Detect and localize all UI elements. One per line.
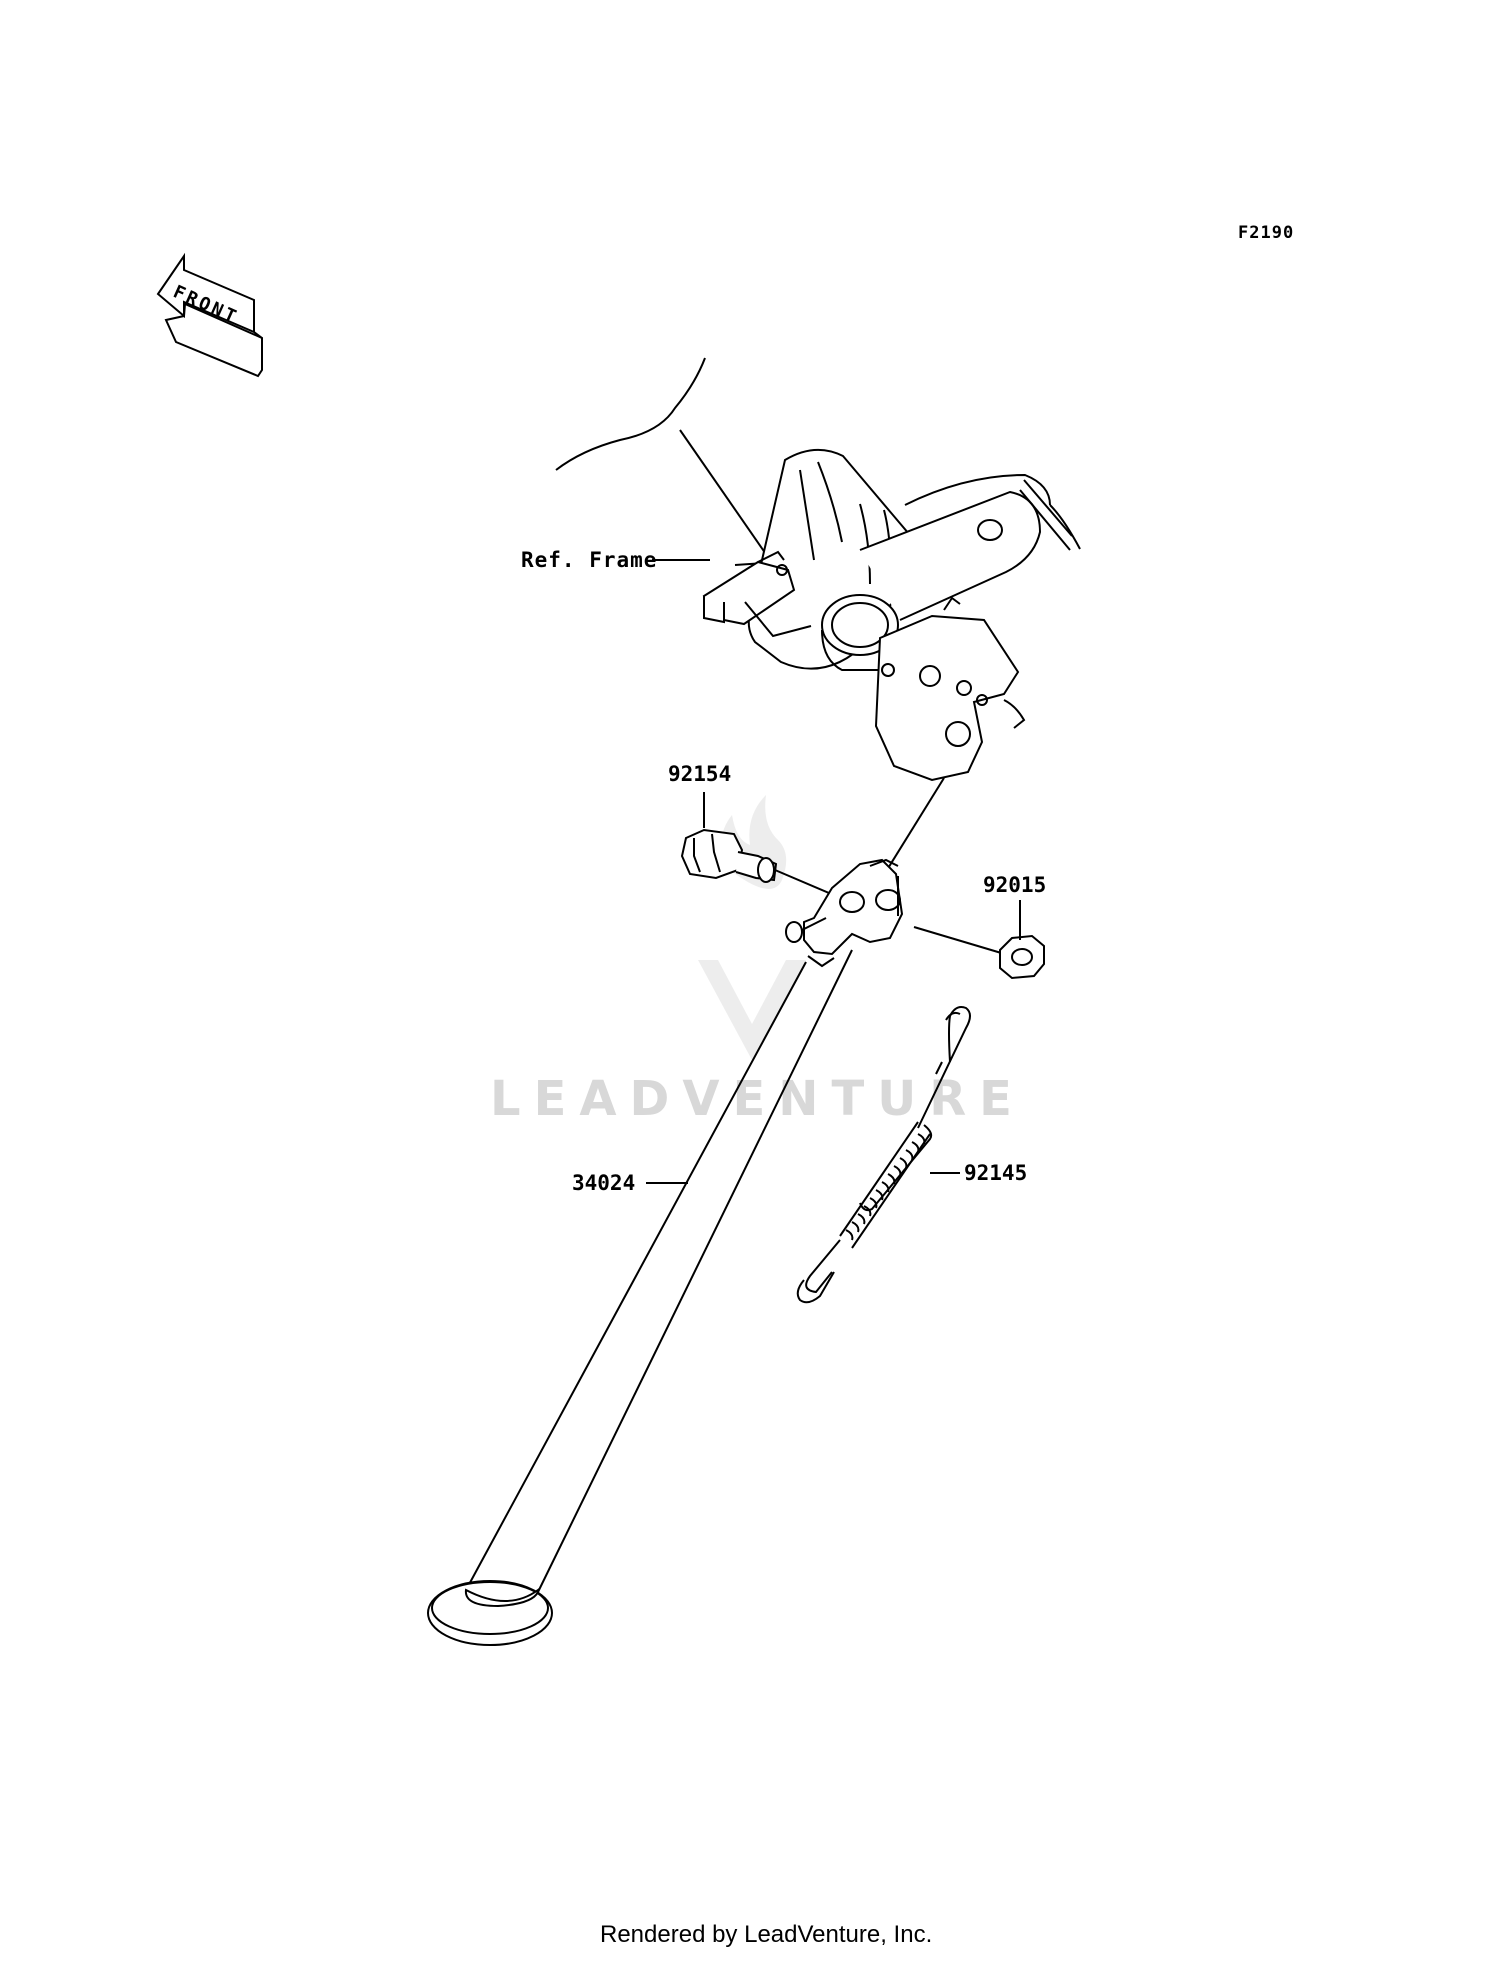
- spring-coil: [839, 1121, 933, 1249]
- nut-92015: [913, 926, 1045, 980]
- bolt-92154: [680, 828, 837, 897]
- callout-ref-frame: Ref. Frame: [521, 548, 710, 572]
- part-number-92145: 92145: [964, 1161, 1027, 1185]
- side-stand-34024: [427, 858, 904, 1646]
- callout-92015: 92015: [983, 873, 1046, 940]
- callout-92145: 92145: [930, 1161, 1027, 1185]
- callout-92154: 92154: [668, 762, 731, 828]
- front-arrow-icon: FRONT: [156, 252, 263, 378]
- part-number-92154: 92154: [668, 762, 731, 786]
- frame-assembly: [555, 357, 1081, 782]
- watermark: LEADVENTURE: [490, 795, 1025, 1127]
- watermark-text: LEADVENTURE: [490, 1071, 1025, 1127]
- diagram-code: F2190: [1238, 223, 1294, 243]
- part-number-92015: 92015: [983, 873, 1046, 897]
- footer-credit: Rendered by LeadVenture, Inc.: [600, 1921, 932, 1948]
- part-number-34024: 34024: [572, 1171, 635, 1195]
- callout-34024: 34024: [572, 1171, 688, 1195]
- spring-92145: [796, 1006, 971, 1304]
- bracket-guide-line: [881, 777, 945, 879]
- frame-ref-label: Ref. Frame: [521, 548, 657, 572]
